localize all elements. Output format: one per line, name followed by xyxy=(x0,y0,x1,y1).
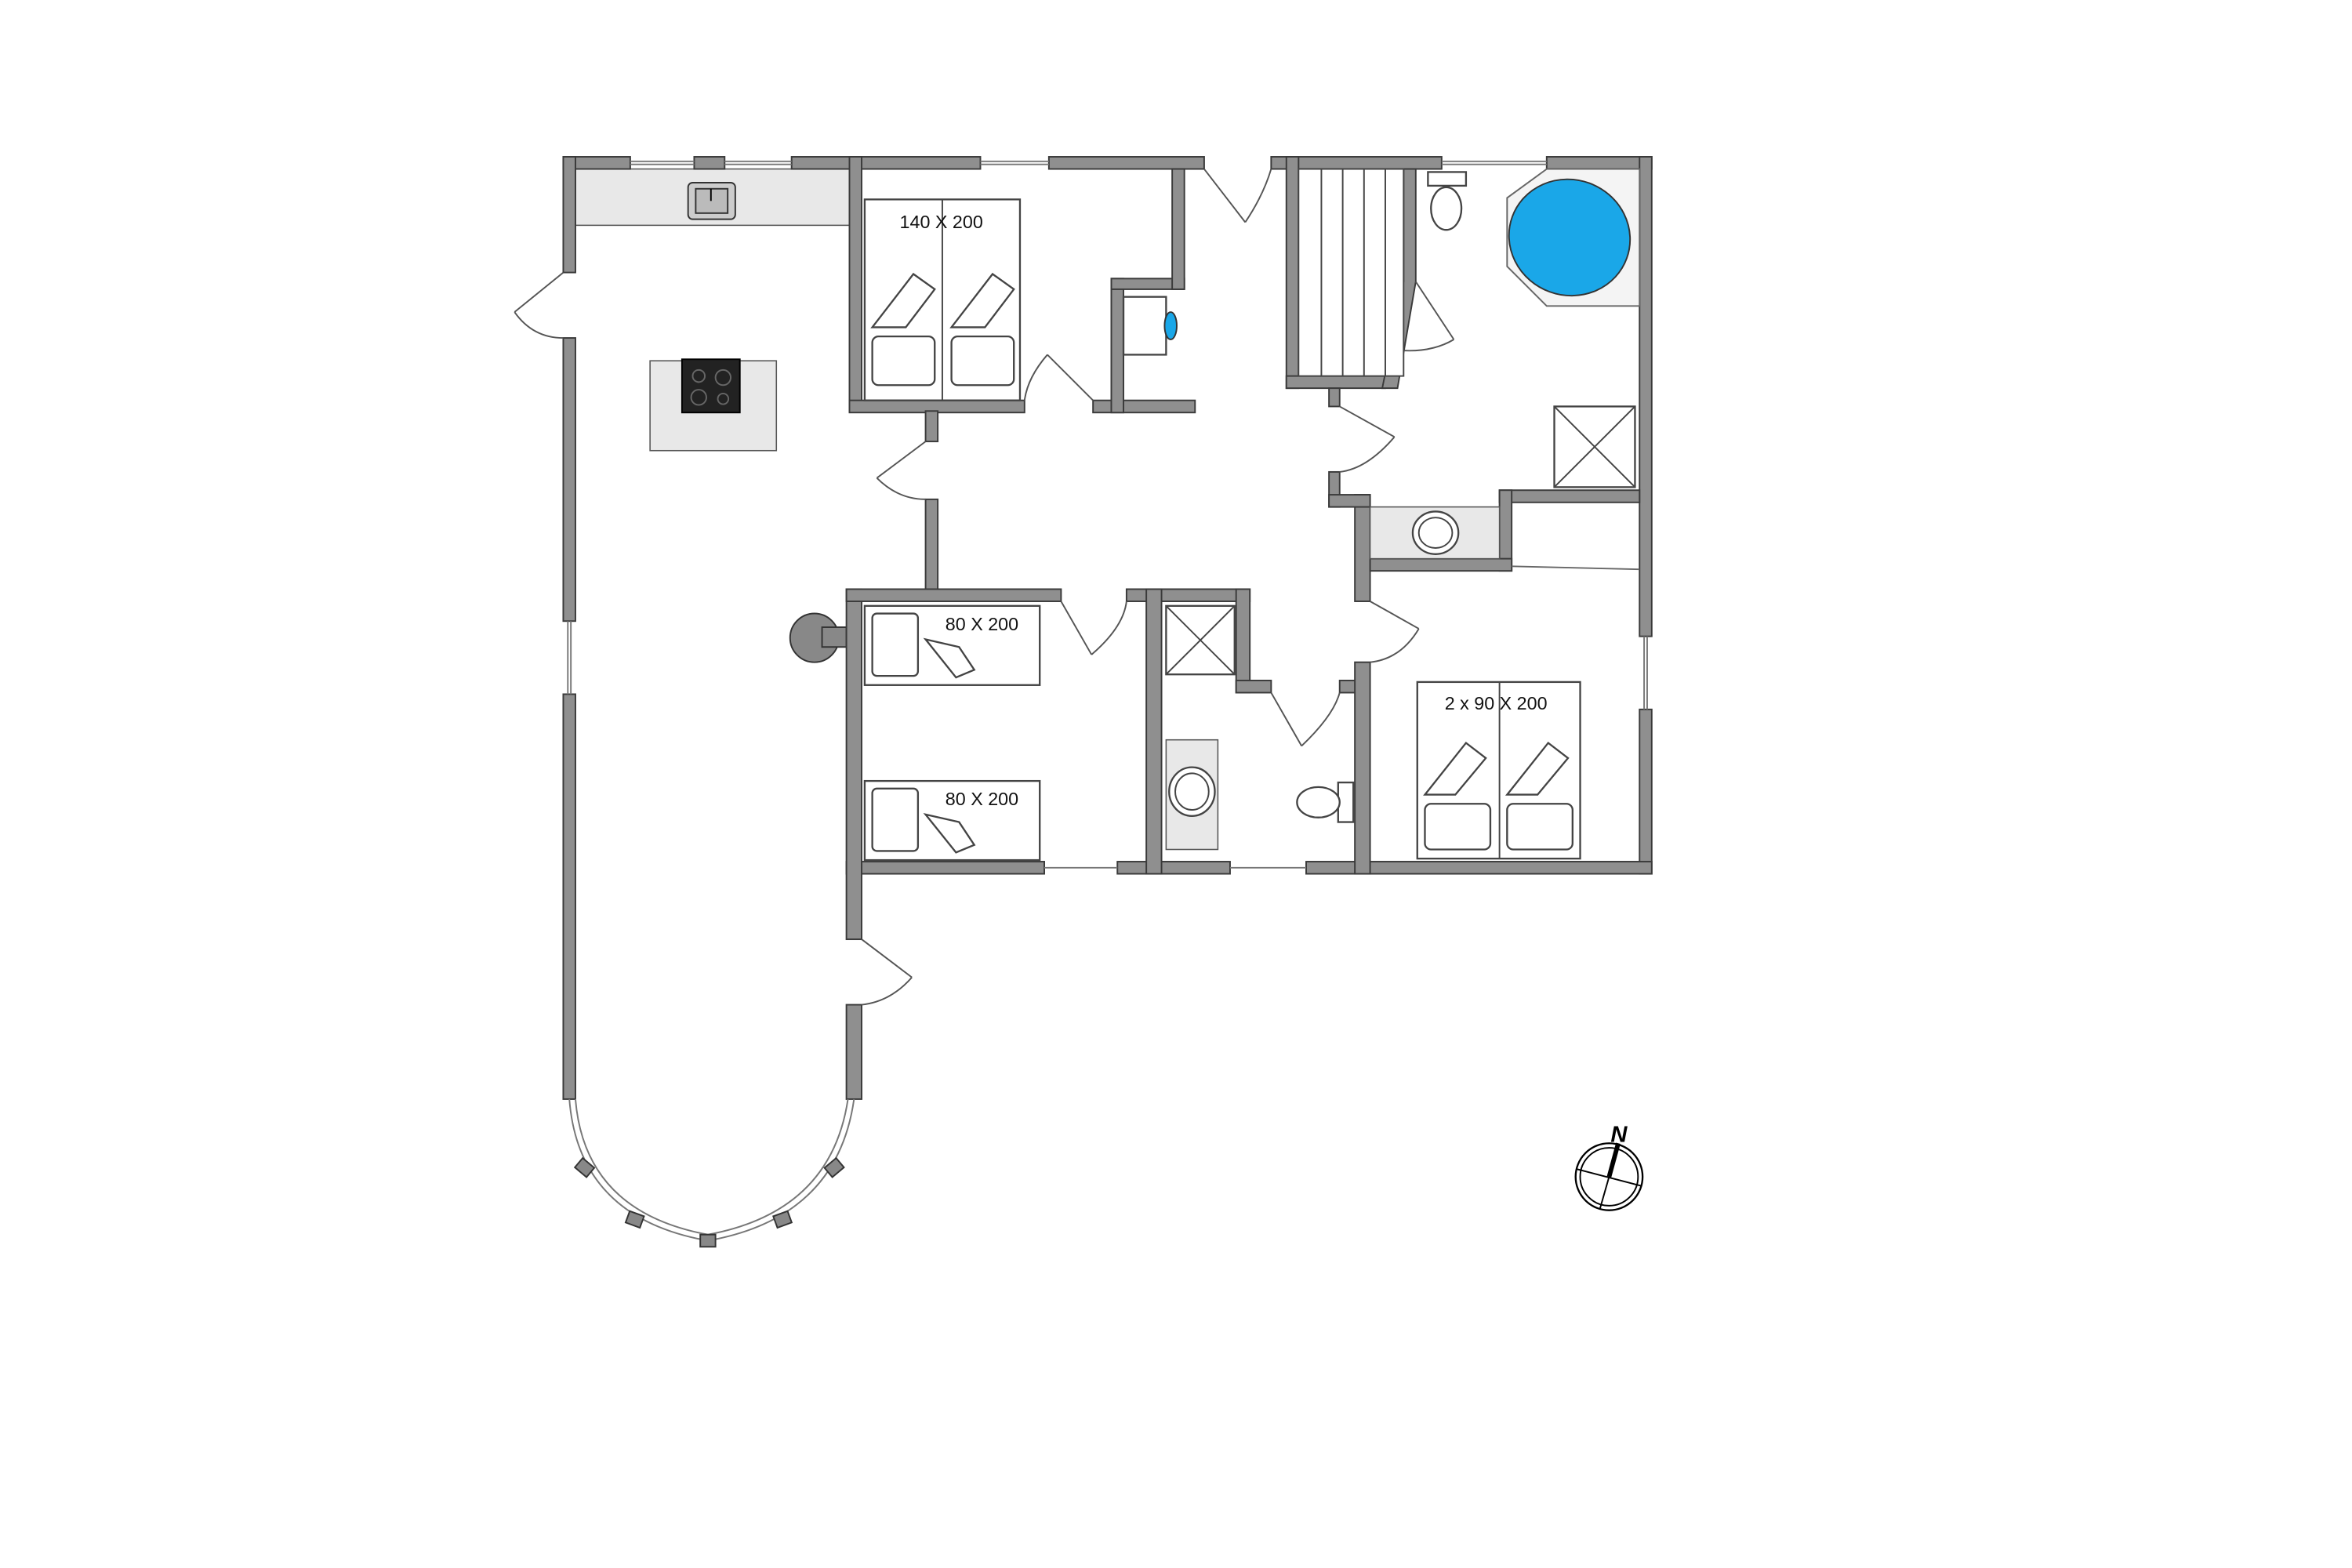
sauna-bench xyxy=(1298,168,1405,377)
single-bed-bedroom-2a: 80 X 200 xyxy=(863,604,1041,686)
bed-size-label: 140 X 200 xyxy=(900,212,983,232)
shower-icon xyxy=(1165,604,1236,676)
cooktop-icon xyxy=(681,358,741,414)
north-compass-icon: N xyxy=(1574,1122,1644,1211)
toilet-icon xyxy=(1296,781,1355,823)
bed-size-label: 2 x 90 X 200 xyxy=(1445,693,1548,713)
shower-icon xyxy=(1553,405,1636,488)
kitchen-sink-icon xyxy=(687,182,736,220)
twin-beds-bedroom-3: 2 x 90 X 200 xyxy=(1416,681,1581,860)
bed-size-label: 80 X 200 xyxy=(946,614,1018,634)
bed-size-label: 80 X 200 xyxy=(946,789,1018,809)
single-bed-bedroom-2b: 80 X 200 xyxy=(863,779,1041,862)
washbasin-icon xyxy=(1168,766,1216,817)
toilet-icon xyxy=(1427,171,1468,231)
bay-window xyxy=(568,1098,855,1242)
washbasin-icon xyxy=(1411,510,1460,555)
compass-north-label: N xyxy=(1610,1122,1628,1147)
whirlpool-bath-icon xyxy=(1506,168,1641,307)
double-bed-bedroom-1: 140 X 200 xyxy=(863,198,1022,401)
wood-stove-icon xyxy=(789,612,848,663)
windows xyxy=(567,160,1648,1248)
washing-machine-icon xyxy=(1122,296,1167,356)
walls xyxy=(562,156,1653,1100)
